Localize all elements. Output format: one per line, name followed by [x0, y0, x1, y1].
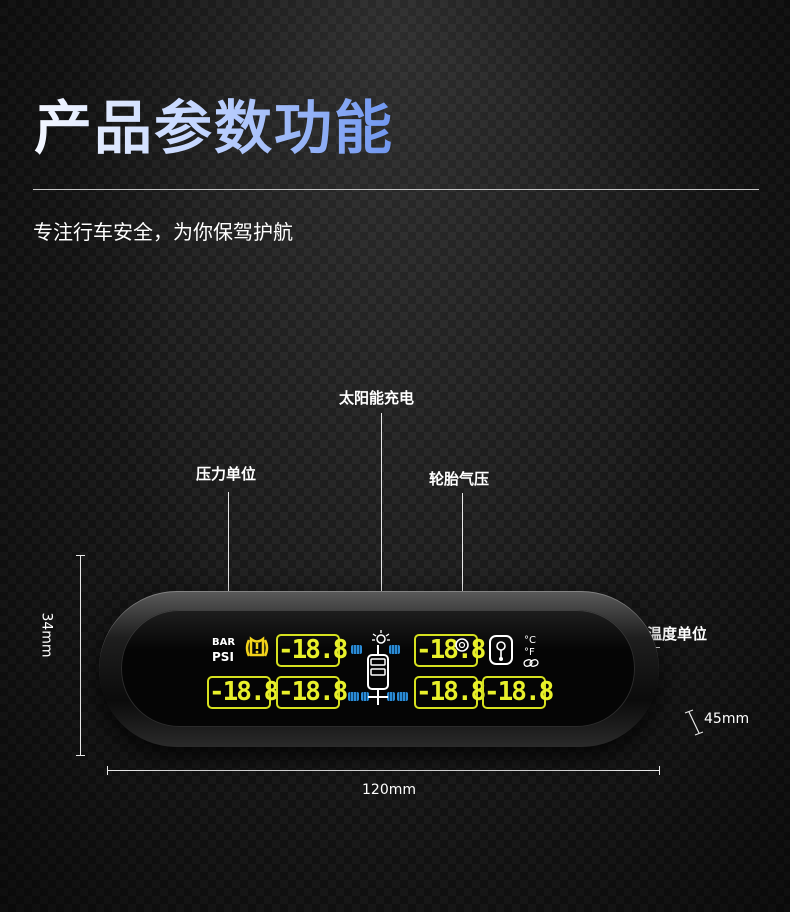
depth-dimension-label: 45mm — [704, 711, 750, 727]
width-dimension-line — [107, 770, 660, 771]
car-topview-icon — [367, 645, 389, 705]
tire-rear-left-inner-icon — [361, 692, 369, 701]
digit-rear-1: -18.8 — [207, 676, 279, 709]
title-divider — [33, 189, 759, 190]
digit-rear-2: -18.8 — [276, 676, 348, 709]
tire-icon — [455, 638, 469, 652]
unit-psi-label: PSI — [212, 650, 234, 664]
tire-rear-left-outer-icon — [348, 692, 359, 701]
callout-tire-pressure-line — [462, 493, 463, 643]
height-dimension-label: 34mm — [38, 612, 55, 658]
link-chain-icon — [523, 659, 539, 667]
digit-rear-4: -18.8 — [482, 676, 554, 709]
callout-temp-unit: 温度单位 — [647, 625, 708, 643]
page-title: 产品参数功能 — [34, 94, 395, 162]
height-dimension-cap-top — [76, 555, 85, 556]
callout-solar-line — [381, 413, 382, 639]
tire-front-right-icon — [389, 645, 400, 654]
height-dimension-line — [80, 555, 81, 756]
temp-unit-fahrenheit: °F — [524, 647, 535, 658]
tire-front-left-icon — [351, 645, 362, 654]
width-dimension-label: 120mm — [362, 782, 416, 798]
page-subtitle: 专注行车安全，为你保驾护航 — [33, 220, 293, 244]
device-screen: BAR PSI -18.8 -18.8 -18.8 -18.8 -18.8 -1… — [121, 610, 635, 727]
width-dimension-cap-right — [659, 766, 660, 775]
temperature-icon — [489, 635, 513, 665]
temp-unit-celsius: °C — [524, 635, 536, 646]
callout-solar-charging: 太阳能充电 — [339, 389, 415, 407]
depth-dimension-marker — [684, 709, 704, 736]
width-dimension-cap-left — [107, 766, 108, 775]
digit-front-left: -18.8 — [276, 634, 348, 667]
callout-tire-pressure: 轮胎气压 — [429, 470, 490, 488]
tire-rear-right-outer-icon — [397, 692, 408, 701]
height-dimension-cap-bottom — [76, 755, 85, 756]
digit-rear-3: -18.8 — [414, 676, 486, 709]
digit-front-right: -18.8 — [414, 634, 486, 667]
callout-pressure-unit: 压力单位 — [196, 465, 257, 483]
solar-sun-icon — [372, 630, 390, 644]
tire-rear-right-inner-icon — [387, 692, 395, 701]
tpms-warning-icon — [245, 636, 269, 657]
unit-bar-label: BAR — [212, 637, 236, 648]
callout-pressure-unit-line — [228, 492, 229, 650]
